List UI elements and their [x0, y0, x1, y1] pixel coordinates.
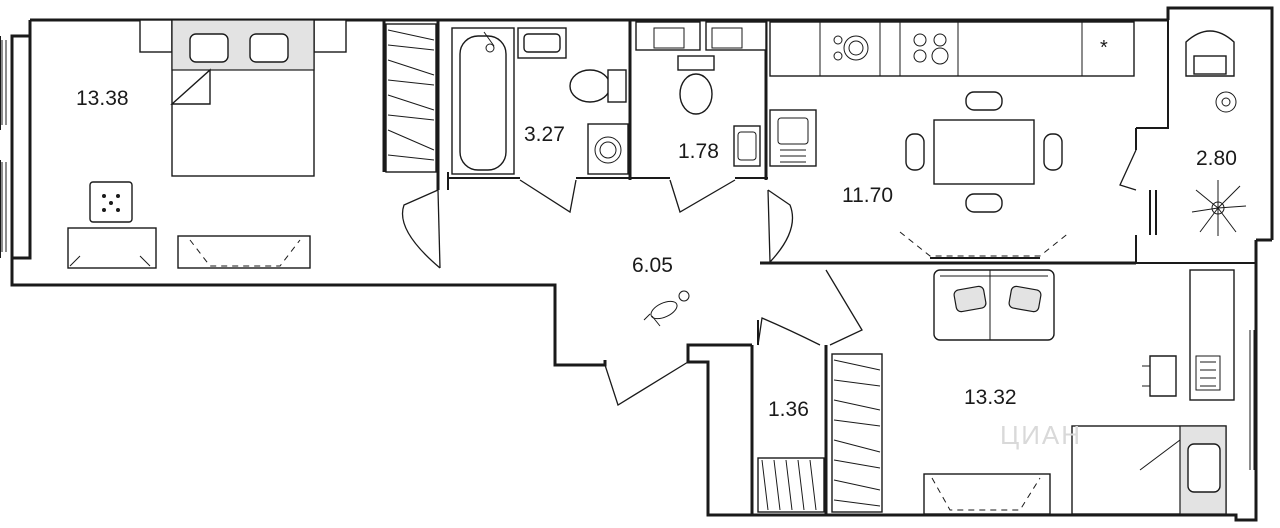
plant-icon [1191, 180, 1247, 236]
area-label-second-bedroom: 13.32 [964, 386, 1017, 409]
hallway-decor [643, 290, 690, 327]
kitchen-furniture: * [769, 21, 1135, 259]
kitchen-counter [769, 21, 1135, 77]
svg-text:*: * [1100, 37, 1108, 59]
area-label-balcony: 2.80 [1196, 147, 1237, 170]
bathroom-fixtures [451, 27, 629, 175]
dining-table [933, 119, 1035, 185]
wardrobe-1 [385, 23, 437, 173]
storage-shelves [757, 457, 825, 513]
pillow [189, 33, 229, 63]
wardrobe-2 [831, 353, 883, 513]
balcony-furniture [1149, 30, 1247, 236]
area-label-bathroom: 3.27 [524, 123, 565, 146]
watermark: ЦИАН [1000, 420, 1082, 450]
area-label-storage: 1.36 [768, 398, 809, 421]
doors [401, 149, 1137, 406]
left-windows [1, 40, 1255, 470]
area-label-kitchen: 11.70 [842, 184, 893, 207]
washing-machine [587, 123, 629, 175]
cat-icon [643, 290, 690, 327]
pillow [249, 33, 289, 63]
area-labels: 13.38 3.27 1.78 11.70 2.80 6.05 1.36 13.… [76, 87, 1237, 421]
area-label-hallway: 6.05 [632, 254, 673, 277]
area-label-bedroom: 13.38 [76, 87, 129, 110]
toilet-fixtures [635, 21, 767, 167]
area-label-toilet: 1.78 [678, 140, 719, 163]
bedroom-furniture [67, 19, 347, 269]
second-bedroom-furniture [923, 269, 1235, 515]
